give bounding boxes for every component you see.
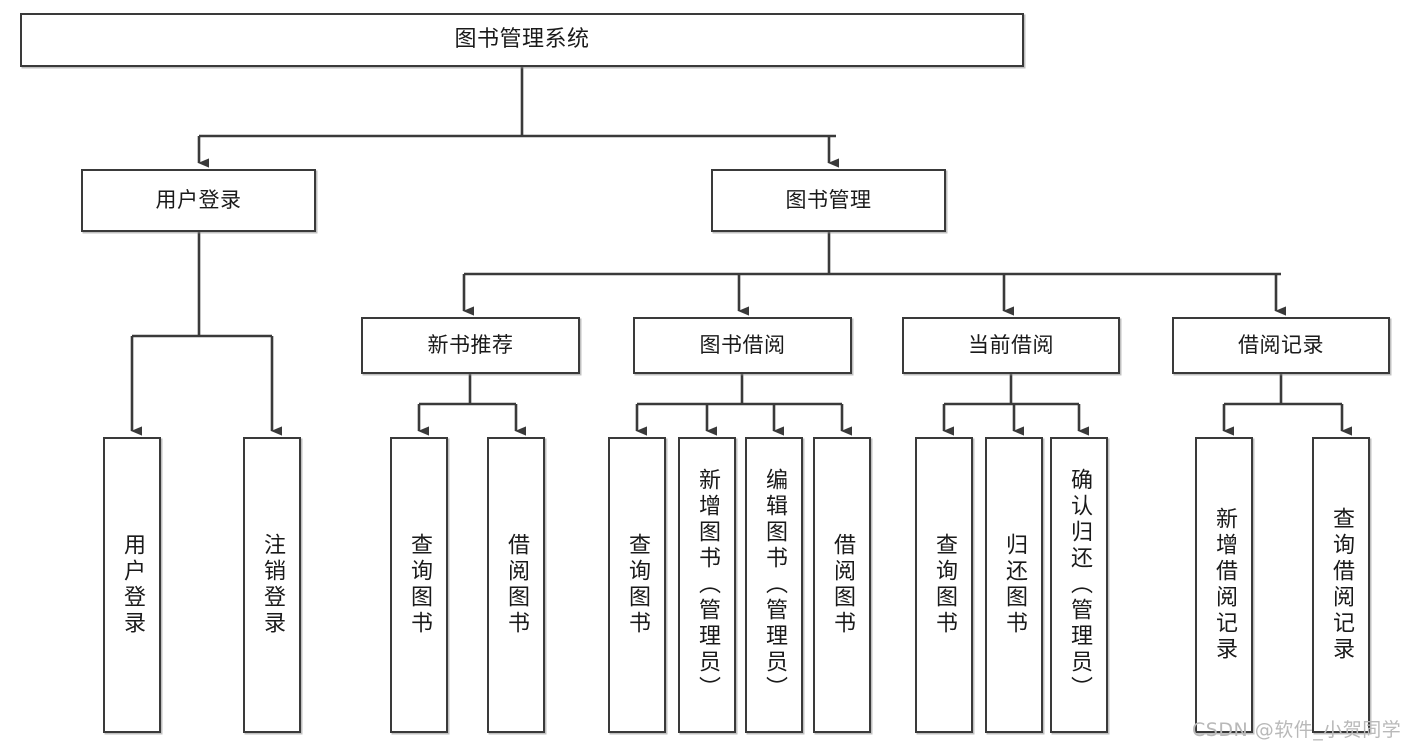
- node-current-borrow[interactable]: 当前借阅: [902, 317, 1120, 374]
- leaf-borrow-book-recommend[interactable]: 借阅图书: [487, 437, 545, 733]
- leaf-add-borrow-record-label: 新增借阅记录: [1211, 507, 1237, 663]
- leaf-borrow-book[interactable]: 借阅图书: [813, 437, 871, 733]
- leaf-confirm-return-admin[interactable]: 确认归还（管理员）: [1050, 437, 1108, 733]
- node-borrow-records[interactable]: 借阅记录: [1172, 317, 1390, 374]
- leaf-add-book-admin[interactable]: 新增图书（管理员）: [678, 437, 736, 733]
- node-new-book-recommend-label: 新书推荐: [427, 333, 514, 358]
- leaf-query-book-borrow[interactable]: 查询图书: [608, 437, 666, 733]
- leaf-edit-book-admin[interactable]: 编辑图书（管理员）: [745, 437, 803, 733]
- leaf-add-borrow-record[interactable]: 新增借阅记录: [1195, 437, 1253, 733]
- leaf-edit-book-admin-label: 编辑图书（管理员）: [761, 468, 787, 702]
- node-book-borrow-label: 图书借阅: [699, 333, 786, 358]
- leaf-user-login[interactable]: 用户登录: [103, 437, 161, 733]
- node-new-book-recommend[interactable]: 新书推荐: [361, 317, 580, 374]
- leaf-query-book-recommend-label: 查询图书: [406, 533, 432, 637]
- node-book-management-label: 图书管理: [785, 188, 872, 213]
- leaf-query-book-recommend[interactable]: 查询图书: [390, 437, 448, 733]
- leaf-borrow-book-recommend-label: 借阅图书: [503, 533, 529, 637]
- leaf-logout-label: 注销登录: [259, 533, 285, 637]
- node-root-label: 图书管理系统: [454, 27, 590, 53]
- leaf-return-book[interactable]: 归还图书: [985, 437, 1043, 733]
- node-book-management[interactable]: 图书管理: [711, 169, 946, 232]
- node-root[interactable]: 图书管理系统: [20, 13, 1024, 67]
- leaf-query-book-current[interactable]: 查询图书: [915, 437, 973, 733]
- leaf-return-book-label: 归还图书: [1001, 533, 1027, 637]
- leaf-query-borrow-record[interactable]: 查询借阅记录: [1312, 437, 1370, 733]
- node-user-login-label: 用户登录: [155, 188, 242, 213]
- node-user-login[interactable]: 用户登录: [81, 169, 316, 232]
- leaf-add-book-admin-label: 新增图书（管理员）: [694, 468, 720, 702]
- node-current-borrow-label: 当前借阅: [968, 333, 1054, 358]
- leaf-query-borrow-record-label: 查询借阅记录: [1328, 507, 1354, 663]
- leaf-user-login-label: 用户登录: [119, 533, 145, 637]
- node-borrow-records-label: 借阅记录: [1238, 333, 1324, 358]
- leaf-confirm-return-admin-label: 确认归还（管理员）: [1066, 468, 1092, 702]
- leaf-query-book-current-label: 查询图书: [931, 533, 957, 637]
- watermark: CSDN @软件_小贺同学: [1192, 719, 1402, 741]
- leaf-query-book-borrow-label: 查询图书: [624, 533, 650, 637]
- node-book-borrow[interactable]: 图书借阅: [633, 317, 852, 374]
- leaf-borrow-book-label: 借阅图书: [829, 533, 855, 637]
- leaf-logout[interactable]: 注销登录: [243, 437, 301, 733]
